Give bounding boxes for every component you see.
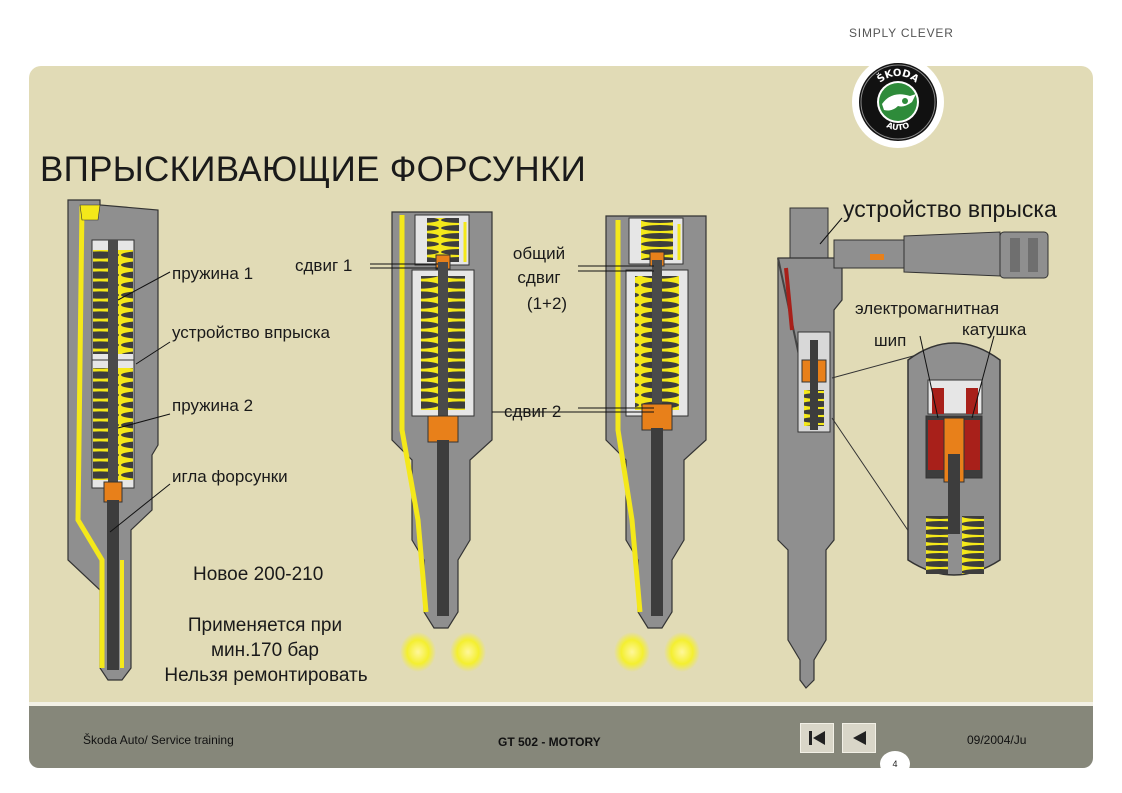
note-new: Новое 200-210 <box>193 564 323 586</box>
em-coil <box>928 420 944 470</box>
label-shift-2: сдвиг 2 <box>504 402 561 422</box>
label-em-coil-1: электромагнитная <box>855 299 999 319</box>
injector-1 <box>68 200 158 680</box>
label-total-shift-1: общий <box>504 244 574 264</box>
page-number: 4 <box>880 751 910 777</box>
first-page-button[interactable] <box>800 723 834 753</box>
label-needle: игла форсунки <box>172 467 288 487</box>
injector-4 <box>778 208 1048 688</box>
note-no-repair: Нельзя ремонтировать <box>146 665 386 687</box>
injector-3 <box>606 216 706 672</box>
injector-2 <box>392 212 492 672</box>
label-em-coil-2: катушка <box>962 320 1026 340</box>
fuel-spray-right <box>450 632 486 672</box>
label-spring-1: пружина 1 <box>172 264 253 284</box>
label-injection-device-left: устройство впрыска <box>172 323 330 343</box>
footer-right-text: 09/2004/Ju <box>967 733 1026 747</box>
electrical-connector <box>1000 232 1048 278</box>
footer-left-text: Škoda Auto/ Service training <box>83 733 234 747</box>
skip-back-icon <box>801 724 833 752</box>
label-spring-2: пружина 2 <box>172 396 253 416</box>
note-min-pressure: мин.170 бар <box>152 640 378 662</box>
label-total-shift-3: (1+2) <box>504 294 590 314</box>
note-applies: Применяется при <box>152 615 378 637</box>
label-shift-1: сдвиг 1 <box>295 256 352 276</box>
label-pin: шип <box>874 331 906 351</box>
fuel-spray-left <box>400 632 436 672</box>
label-injection-device-right: устройство впрыска <box>843 196 1057 223</box>
label-total-shift-2: сдвиг <box>504 268 574 288</box>
previous-page-button[interactable] <box>842 723 876 753</box>
footer-center-text: GT 502 - MOTORY <box>498 735 601 749</box>
needle <box>107 500 119 670</box>
play-back-icon <box>843 724 875 752</box>
